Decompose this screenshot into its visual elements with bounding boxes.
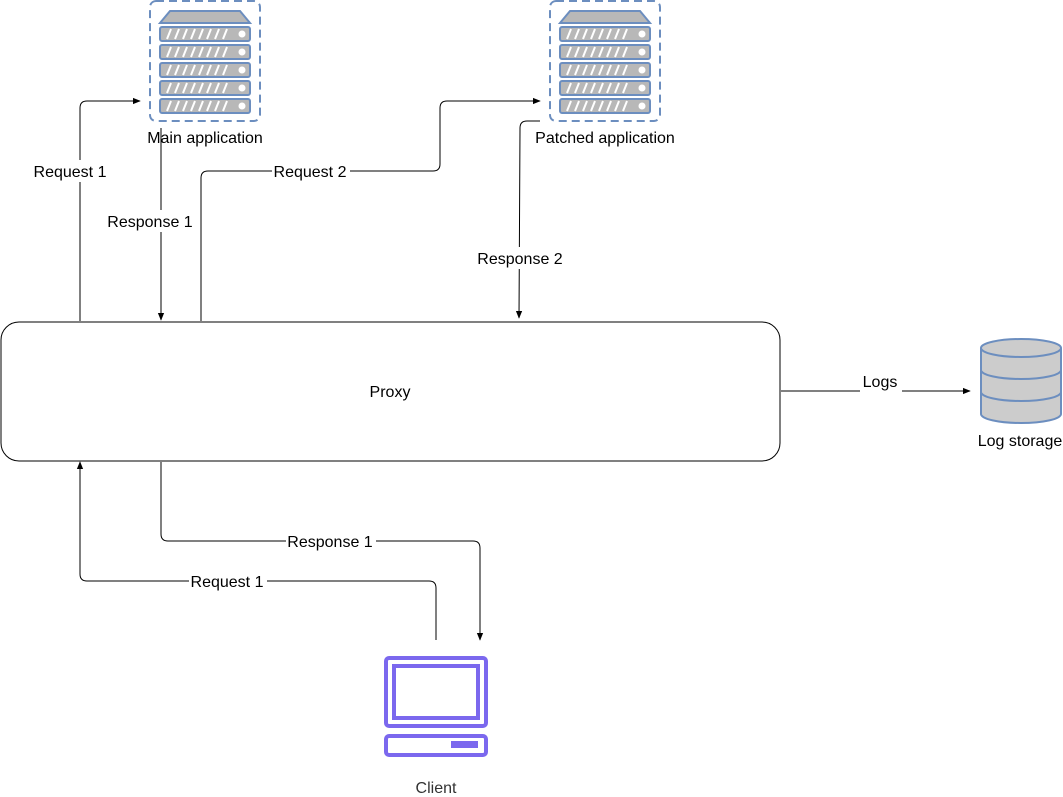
proxy-node[interactable]: Proxy: [0, 321, 781, 462]
computer-icon: [384, 656, 488, 757]
main-application-node[interactable]: Main application: [147, 0, 263, 147]
server-icon: [149, 0, 261, 122]
edge-response-2-patched: [515, 120, 540, 319]
database-icon: [980, 338, 1062, 424]
edge-label-response-2-patched: Response 2: [477, 251, 562, 268]
edge-label-logs: Logs: [863, 374, 898, 391]
client-label: Client: [416, 780, 457, 797]
server-icon: [549, 0, 661, 122]
edge-label-response-1-main: Response 1: [107, 214, 192, 231]
edge-request-1-main: [79, 97, 141, 321]
edge-request-1-client: [76, 461, 437, 640]
edge-request-2-patched: [200, 97, 541, 321]
edge-label-request-1-main: Request 1: [34, 164, 107, 181]
edge-label-response-1-client: Response 1: [287, 534, 372, 551]
proxy-box: [0, 321, 781, 462]
log-storage-node[interactable]: Log storage: [978, 338, 1063, 450]
edge-label-request-2-patched: Request 2: [274, 164, 347, 181]
patched-application-label: Patched application: [535, 130, 675, 147]
client-node[interactable]: Client: [384, 656, 488, 797]
patched-application-node[interactable]: Patched application: [535, 0, 675, 147]
edge-label-request-1-client: Request 1: [191, 574, 264, 591]
proxy-label: Proxy: [370, 384, 411, 401]
main-application-label: Main application: [147, 130, 263, 147]
log-storage-label: Log storage: [978, 433, 1063, 450]
